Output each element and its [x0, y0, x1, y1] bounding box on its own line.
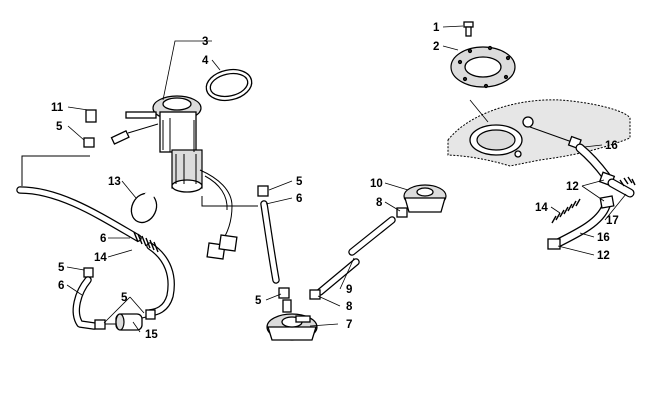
callout-16b: 16 [597, 232, 610, 244]
callout-6c: 6 [296, 193, 302, 205]
filter-inlet-hose [72, 267, 106, 330]
callout-5e: 5 [255, 295, 262, 307]
callout-4: 4 [202, 55, 209, 67]
main-fuel-line [16, 186, 175, 317]
tank-outlet-hose [529, 126, 636, 198]
callout-12b: 12 [597, 250, 610, 262]
callout-9: 9 [346, 284, 352, 296]
callout-13: 13 [108, 176, 121, 188]
callout-5b: 5 [58, 262, 65, 274]
callout-5d: 5 [296, 176, 303, 188]
callout-6b: 6 [58, 280, 64, 292]
fuel-pickup-lower [266, 299, 318, 341]
callout-3: 3 [202, 36, 208, 48]
callout-15: 15 [145, 329, 158, 341]
center-fuel-hose [257, 185, 290, 299]
leader-lines [66, 25, 627, 333]
retaining-clip [130, 192, 158, 224]
callout-8a: 8 [376, 197, 383, 209]
callout-5c: 5 [121, 292, 128, 304]
fuel-tank-section [447, 99, 631, 167]
callout-11: 11 [51, 102, 64, 114]
callout-6a: 6 [100, 233, 106, 245]
callout-17: 17 [606, 215, 619, 227]
callout-8b: 8 [346, 301, 353, 313]
callout-10: 10 [370, 178, 383, 190]
pump-fitting-clamp [83, 109, 97, 148]
callout-labels: 1 2 3 4 11 5 13 6 14 5 6 5 15 5 6 5 7 10… [51, 22, 619, 341]
callout-1: 1 [433, 22, 440, 34]
fuel-pump-assembly [110, 68, 253, 260]
callout-16a: 16 [605, 140, 618, 152]
callout-12a: 12 [566, 181, 579, 193]
callout-2: 2 [433, 41, 439, 53]
callout-14a: 14 [94, 252, 107, 264]
pump-bracket-line [21, 155, 258, 207]
fuel-filter [105, 309, 156, 331]
tank-gasket-plate [450, 45, 516, 89]
vent-hose-assembly [547, 195, 615, 250]
callout-14b: 14 [535, 202, 548, 214]
fuel-pickup-upper [396, 184, 447, 218]
callout-7: 7 [346, 319, 352, 331]
plate-screw [463, 21, 474, 37]
callout-5a: 5 [56, 121, 63, 133]
